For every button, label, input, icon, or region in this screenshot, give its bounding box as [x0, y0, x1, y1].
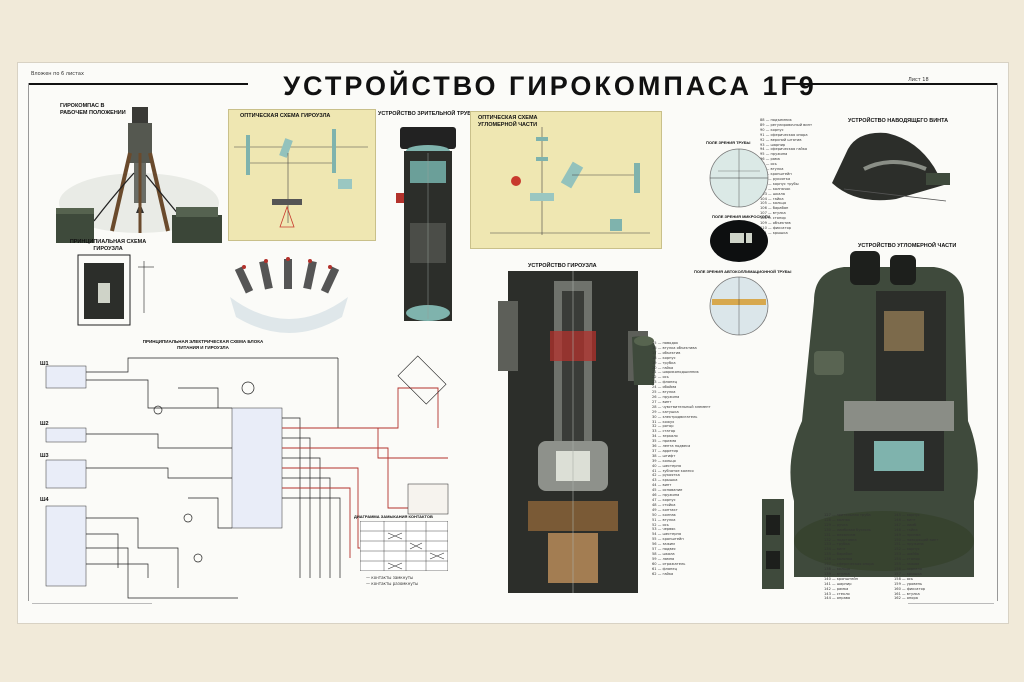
optical-gyro-diagram — [234, 129, 368, 228]
section-label-optical-gyro: ОПТИЧЕСКАЯ СХЕМА ГИРОУЗЛА — [240, 113, 331, 119]
legend-closed: — контакты замкнуты — [366, 575, 414, 580]
section-label-eyepiece: УСТРОЙСТВО ЗРИТЕЛЬНОЙ ТРУБЫ — [378, 111, 477, 117]
gyro-eyepiece — [632, 336, 656, 385]
optical-goniometer-diagram — [490, 127, 650, 235]
label-field-micro: ПОЛЕ ЗРЕНИЯ МИКРОСКОПА — [712, 214, 771, 219]
section-label-principal-gyro: ПРИНЦИПИАЛЬНАЯ СХЕМА ГИРОУЗЛА — [69, 239, 147, 252]
sheet-note: Лист 18 — [908, 77, 929, 83]
goniometer-attachment — [762, 499, 784, 589]
section-label-gyro-unit: УСТРОЙСТВО ГИРОУЗЛА — [528, 263, 597, 269]
switch-table-title: ДИАГРАММА ЗАМЫКАНИЯ КОНТАКТОВ — [354, 514, 433, 519]
footer-strip-right — [908, 603, 994, 614]
section-label-optical-goniometer: ОПТИЧЕСКАЯ СХЕМА УГЛОМЕРНОЙ ЧАСТИ — [478, 115, 538, 128]
poster: Вложен по 6 листах Лист 18 УСТРОЙСТВО ГИ… — [17, 62, 1009, 624]
footer-strip-left — [32, 603, 152, 614]
view-field-autocollimation — [709, 276, 769, 336]
eyepiece-cutaway — [396, 127, 456, 321]
view-field-tube — [709, 148, 769, 208]
view-field-microscope — [710, 220, 768, 262]
connector-label-sh2: Ш2 — [40, 421, 49, 427]
legend-open: — контакты разомкнуты — [366, 581, 419, 586]
section-label-electrical: ПРИНЦИПИАЛЬНАЯ ЭЛЕКТРИЧЕСКАЯ СХЕМА БЛОКА… — [142, 339, 264, 350]
connector-label-sh1: Ш1 — [40, 361, 49, 367]
frame-edge-left — [28, 83, 29, 601]
connector-label-sh3: Ш3 — [40, 453, 49, 459]
connector-label-sh4: Ш4 — [40, 497, 49, 503]
goniometer-cutaway — [790, 251, 978, 577]
frame-rule-left — [28, 83, 248, 85]
frame-rule-right — [786, 83, 998, 85]
switch-table — [360, 521, 448, 571]
label-view-field: ПОЛЕ ЗРЕНИЯ ТРУБЫ — [706, 140, 751, 145]
label-field-auto: ПОЛЕ ЗРЕНИЯ АВТОКОЛЛИМАЦИОННОЙ ТРУБЫ — [694, 269, 792, 274]
section-label-goniometer: УСТРОЙСТВО УГЛОМЕРНОЙ ЧАСТИ — [858, 243, 957, 249]
electrical-schematic — [45, 355, 449, 599]
section-label-screw: УСТРОЙСТВО НАВОДЯЩЕГО ВИНТА — [848, 118, 949, 124]
panel-optical-gyro — [228, 109, 376, 241]
principal-gyro-diagram — [77, 254, 154, 326]
gyro-unit-cutaway — [498, 271, 648, 593]
screw-cutaway — [832, 132, 950, 202]
section-label-gyro-working: ГИРОКОМПАС В РАБОЧЕМ ПОЛОЖЕНИИ — [60, 103, 126, 116]
frame-edge-right — [997, 83, 998, 601]
pendulum-fan-illustration — [230, 257, 348, 333]
tripod-illustration — [56, 107, 222, 243]
page-title: УСТРОЙСТВО ГИРОКОМПАСА 1Г9 — [283, 71, 817, 101]
corner-note: Вложен по 6 листах — [31, 71, 84, 77]
